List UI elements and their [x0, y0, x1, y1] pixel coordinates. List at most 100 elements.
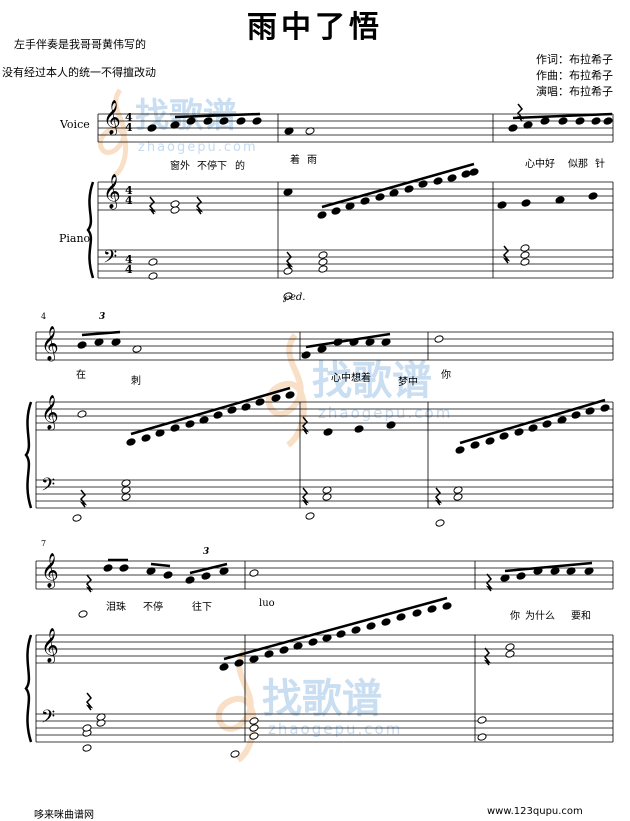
notehead [322, 634, 332, 642]
notehead [500, 574, 510, 582]
notehead [375, 193, 385, 201]
lyric: 刺 [131, 376, 141, 387]
watermark-url-2: zhaogepu.com [318, 404, 453, 422]
notehead [283, 267, 293, 275]
notehead [453, 493, 463, 501]
notehead [96, 713, 106, 721]
lyric: 心中想着 [331, 373, 371, 384]
notehead [255, 398, 265, 406]
rest-icon [485, 573, 494, 592]
notehead [284, 127, 294, 135]
notehead [170, 200, 180, 208]
notehead [121, 493, 131, 501]
notehead [540, 117, 550, 125]
notehead [186, 117, 196, 125]
notehead [249, 569, 259, 577]
note-beam [504, 561, 593, 573]
pedal-mark-icon: ℘ed. [283, 292, 306, 303]
note-beam [150, 562, 171, 568]
notehead [78, 610, 88, 618]
notehead [170, 121, 180, 129]
piano-part-label: Piano [59, 232, 91, 245]
notehead [219, 663, 229, 671]
note-beam [459, 398, 606, 445]
notehead [528, 424, 538, 432]
measure-number-4: 4 [41, 312, 47, 321]
rest-icon [483, 647, 492, 666]
notehead [571, 411, 581, 419]
notehead [271, 394, 281, 402]
notehead [132, 345, 142, 353]
notehead [365, 338, 375, 346]
rest-icon [301, 487, 310, 506]
copyright-note: 没有经过本人的统一不得擅改动 [2, 66, 156, 79]
bass-clef-icon: 𝄢 [41, 475, 56, 500]
piano-brace-icon [86, 181, 95, 279]
notehead [505, 650, 515, 658]
note-beam [305, 332, 391, 349]
notehead [283, 292, 293, 300]
notehead [520, 244, 530, 252]
notehead [412, 609, 422, 617]
rest-icon [195, 196, 204, 215]
notehead [111, 338, 121, 346]
notehead [201, 572, 211, 580]
treble-clef-icon: 𝄞 [41, 395, 59, 430]
notehead [477, 716, 487, 724]
lyric: 在 [76, 370, 86, 381]
note-beam [512, 112, 613, 120]
notehead [249, 724, 259, 732]
rest-icon [301, 416, 310, 435]
watermark-clef-1 [97, 88, 129, 178]
piano-brace-icon [24, 401, 33, 509]
footer-site-name: 哆来咪曲谱网 [34, 810, 94, 821]
watermark-url-1: zhaogepu.com [138, 140, 258, 155]
tuplet-mark: 3 [203, 547, 210, 557]
notehead [585, 407, 595, 415]
notehead [433, 177, 443, 185]
notehead [317, 211, 327, 219]
lyric: 心中好 [525, 159, 555, 170]
notehead [434, 335, 444, 343]
notehead [322, 493, 332, 501]
notehead [516, 572, 526, 580]
watermark-url-3: zhaogepu.com [268, 720, 403, 738]
composer-credit: 作曲：布拉希子 [536, 69, 613, 82]
bass-clef-icon: 𝄢 [41, 707, 56, 732]
notehead [72, 514, 82, 522]
notehead [249, 655, 259, 663]
lyric: 你 [441, 370, 451, 381]
notehead [236, 117, 246, 125]
notehead [279, 646, 289, 654]
lyric: 针 [595, 159, 605, 170]
notehead [588, 192, 598, 200]
notehead [523, 121, 533, 129]
notehead [241, 403, 251, 411]
lyric: 为什么 [525, 611, 555, 622]
notehead [199, 416, 209, 424]
notehead [497, 201, 507, 209]
notehead [575, 117, 585, 125]
watermark-brand-2: 找歌谱 [312, 358, 432, 404]
notehead [293, 642, 303, 650]
note-beam [223, 596, 448, 661]
lyric: 的 [235, 161, 245, 172]
note-beam [321, 162, 475, 209]
note-beam [174, 112, 261, 119]
notehead [323, 428, 333, 436]
rest-icon [285, 251, 294, 270]
notehead [381, 618, 391, 626]
notehead [600, 404, 610, 412]
notehead [317, 345, 327, 353]
notehead [389, 189, 399, 197]
notehead [521, 199, 531, 207]
lyric: 窗外 [170, 161, 190, 172]
treble-clef-icon: 𝄞 [41, 326, 59, 361]
note-beam [189, 562, 228, 575]
notehead [520, 258, 530, 266]
bass-clef-icon: 𝄢 [103, 247, 118, 272]
notehead [305, 512, 315, 520]
notehead [404, 185, 414, 193]
notehead [126, 438, 136, 446]
